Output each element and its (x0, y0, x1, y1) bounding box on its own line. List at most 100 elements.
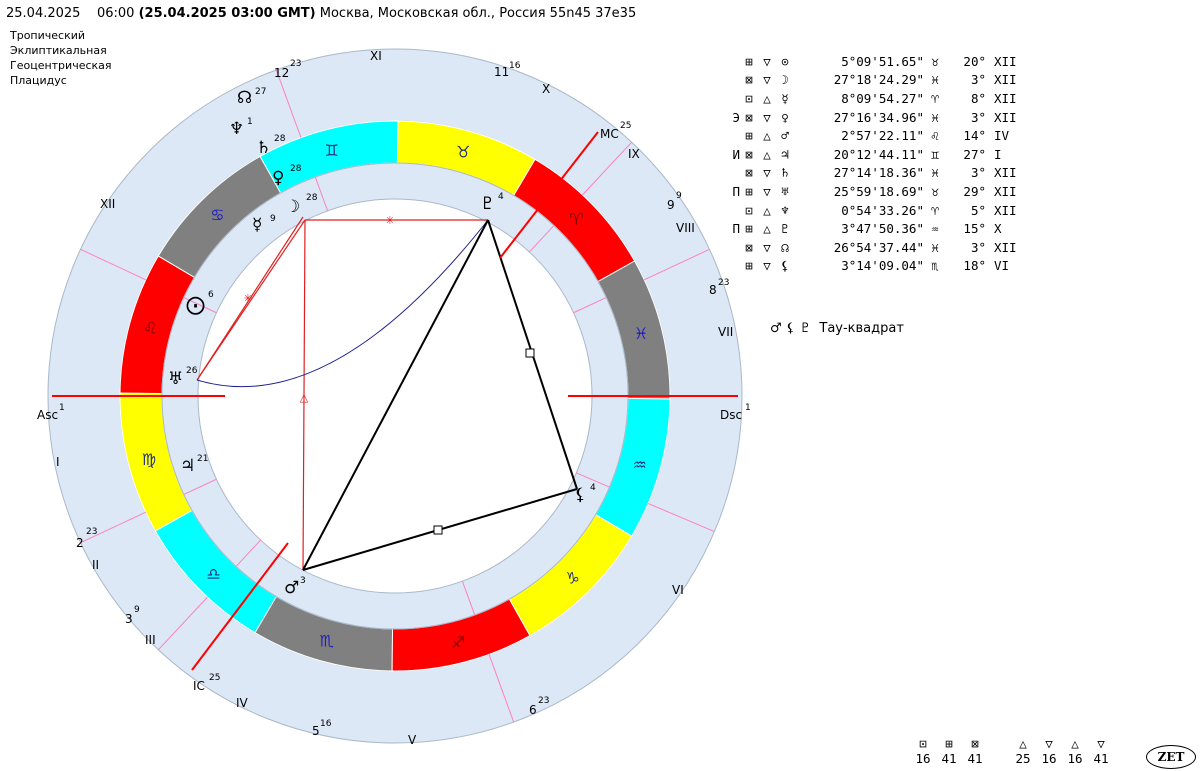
table-row[interactable]: ⊡△☿8°09'54.27"♈8°XII (726, 89, 1034, 108)
cancer-icon: ♋ (210, 206, 224, 225)
asc-label: Asc (37, 408, 58, 422)
gemini-icon: ♊ (325, 141, 339, 160)
table-row[interactable]: И⊠△♃20°12'44.11"♊27°I (726, 145, 1034, 164)
sextile-marker: ✳ (385, 214, 394, 227)
aquarius-icon: ♒ (632, 455, 646, 474)
house-degree: 3° (970, 165, 986, 181)
planet-longitude: 0°54'33.26" (841, 202, 924, 218)
virgo-icon: ♍ (142, 450, 156, 469)
cardinal-count: 16 (915, 751, 931, 766)
planet-positions-table: ⊞▽⊙5°09'51.65"♉20°XII ⊠▽☽27°18'24.29"♓3°… (726, 52, 1034, 275)
venus-glyph[interactable]: ♀ (272, 168, 284, 188)
dsc-degree: 1 (745, 403, 751, 413)
aries-icon: ♈ (569, 209, 583, 228)
house-number: XII (994, 72, 1017, 88)
house-degree: 5° (970, 202, 986, 218)
house-cusp-line (275, 69, 302, 138)
table-row[interactable]: ⊞▽⊙5°09'51.65"♉20°XII (726, 52, 1034, 71)
cusp-2-degree: 23 (86, 527, 97, 537)
angles (52, 131, 738, 671)
quality-icon: ⊞ (745, 183, 753, 199)
planet-longitude: 20°12'44.11" (833, 146, 924, 162)
planet-glyphs[interactable]: ☊ 27 ♆ 1 ♄ 28 ♀ 28 ☽ 28 ☿ 9 ⨀ 6 ♅ 26 ♃ 2… (168, 87, 596, 598)
cusp-5-label: 5 (312, 724, 320, 738)
saturn-icon: ♄ (781, 165, 789, 181)
saturn-glyph[interactable]: ♄ (256, 138, 271, 158)
mercury-degree: 9 (270, 214, 276, 224)
uranus-glyph[interactable]: ♅ (168, 369, 183, 389)
neptune-degree: 1 (247, 117, 253, 127)
table-row[interactable]: ⊠▽☊26°54'37.44"♓3°XII (726, 238, 1034, 257)
cusp-12-label: 12 (274, 66, 289, 80)
planet-longitude: 27°16'34.96" (833, 109, 924, 125)
sun-glyph[interactable]: ⨀ (186, 294, 205, 316)
mercury-glyph[interactable]: ☿ (252, 215, 262, 235)
pluto-degree: 4 (498, 192, 504, 202)
water-icon: ▽ (1045, 736, 1053, 751)
planet-longitude: 3°14'09.04" (841, 258, 924, 274)
taurus-icon: ♉ (931, 183, 939, 199)
cusp-11-label: 11 (494, 65, 509, 79)
mars-glyph[interactable]: ♂ (284, 578, 299, 598)
cusp-3-degree: 9 (134, 605, 140, 615)
element-icon: ▽ (763, 239, 771, 255)
table-row[interactable]: ⊞△♂2°57'22.11"♌14°IV (726, 126, 1034, 145)
house-cusp-line (528, 225, 555, 253)
quality-icon: ⊠ (745, 239, 753, 255)
configuration-glyphs: ♂ ⚸ ♇ (770, 321, 812, 336)
header-time: 06:00 (96, 6, 135, 21)
house-numerals: I II III IV V VI VII VIII IX X XI XII (56, 49, 733, 747)
table-row[interactable]: ⊠▽♄27°14'18.36"♓3°XII (726, 164, 1034, 183)
zodiac-ring: ♈♉♊♋♌♍♎♏♐♑♒♓ (119, 120, 671, 672)
pisces-icon: ♓ (931, 239, 939, 255)
lilith-glyph[interactable]: ⚸ (574, 485, 586, 505)
element-icon: ▽ (763, 109, 771, 125)
cusp-labels: 2 23 3 9 5 16 6 23 8 23 9 9 11 16 12 23 (76, 59, 729, 738)
jupiter-glyph[interactable]: ♃ (180, 456, 195, 476)
header-gmt: (25.04.2025 03:00 GMT) (138, 6, 316, 21)
table-row[interactable]: Э⊠▽♀27°16'34.96"♓3°XII (726, 108, 1034, 127)
aspect-line-uranus-pluto (196, 219, 489, 388)
lilith-degree: 4 (590, 483, 596, 493)
north-node-degree: 27 (255, 87, 266, 97)
table-row[interactable]: П⊞△♇3°47'50.36"♒15°X (726, 219, 1034, 238)
ic-label: IC (193, 679, 205, 693)
configuration-label: Тау-квадрат (819, 321, 904, 336)
zet-logo[interactable]: ZET (1146, 745, 1196, 769)
house-cusp-line (576, 472, 610, 488)
leo-icon: ♌ (143, 319, 157, 338)
element-icon: △ (763, 128, 771, 144)
table-row[interactable]: П⊞▽♅25°59'18.69"♉29°XII (726, 182, 1034, 201)
house-cusp-line (183, 478, 217, 495)
table-row[interactable]: ⊡△♆0°54'33.26"♈5°XII (726, 201, 1034, 220)
option-center: Геоцентрическая (10, 59, 112, 72)
pluto-glyph[interactable]: ♇ (480, 194, 495, 214)
aspect-line-pluto-mars (302, 219, 489, 571)
house-numeral-12: XII (100, 197, 115, 211)
table-row[interactable]: ⊠▽☽27°18'24.29"♓3°XII (726, 71, 1034, 90)
moon-degree: 28 (306, 193, 318, 203)
moon-glyph[interactable]: ☽ (285, 197, 300, 217)
planet-longitude: 27°14'18.36" (833, 165, 924, 181)
element-icon: △ (763, 90, 771, 106)
house-number: IV (994, 128, 1010, 144)
house-number: X (994, 221, 1002, 237)
planet-prefix: Э (732, 109, 740, 125)
house-cusp-line (488, 654, 515, 723)
house-numeral-7: VII (718, 325, 733, 339)
house-numeral-3: III (145, 633, 156, 647)
option-coordinates: Эклиптикальная (10, 44, 107, 57)
aquarius-icon: ♒ (931, 221, 939, 237)
header-place: Москва, Московская обл., Россия 55n45 37… (319, 6, 637, 21)
house-cusp-line (157, 596, 208, 651)
cusp-12-degree: 23 (290, 59, 301, 69)
neptune-glyph[interactable]: ♆ (229, 119, 244, 139)
north-node-glyph[interactable]: ☊ (237, 88, 252, 108)
house-number: VI (994, 258, 1010, 274)
aspect-line-moon-mars (302, 219, 306, 571)
cusp-6-label: 6 (529, 703, 537, 717)
air-count: 16 (1067, 751, 1083, 766)
house-number: XII (994, 90, 1017, 106)
table-row[interactable]: ⊞▽⚸3°14'09.04"♏18°VI (726, 257, 1034, 276)
